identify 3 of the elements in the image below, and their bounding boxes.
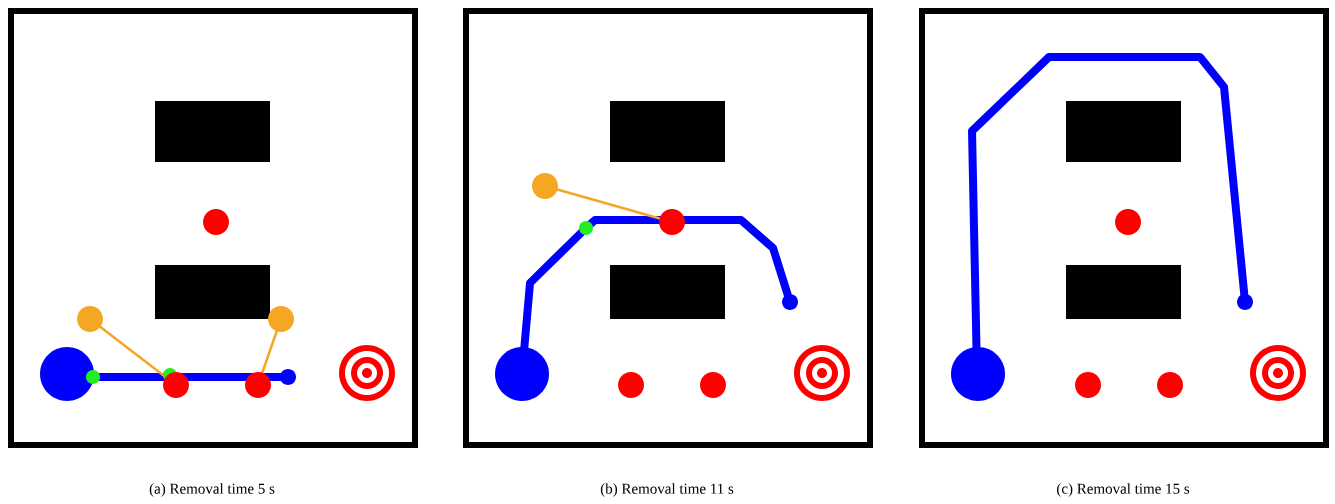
caption: (c) Removal time 15 s	[1057, 483, 1190, 497]
caption: (b) Removal time 11 s	[600, 483, 734, 497]
caption: (a) Removal time 5 s	[149, 483, 275, 497]
